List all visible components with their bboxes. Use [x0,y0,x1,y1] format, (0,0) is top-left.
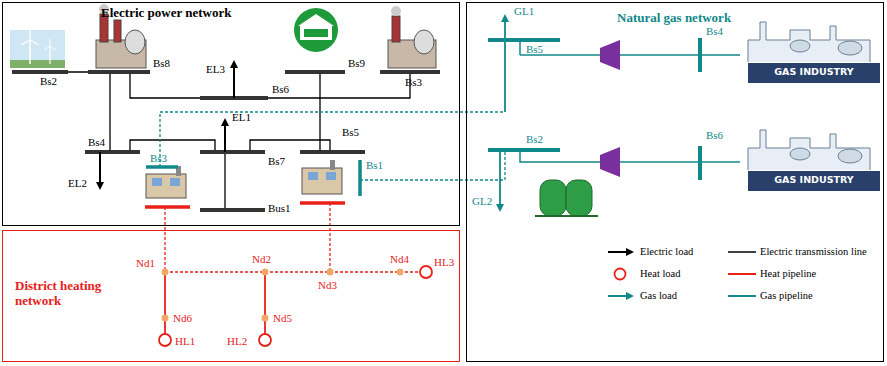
region-title: Natural gas network [617,11,817,26]
bus-label: GL1 [514,6,534,17]
icon-caption: GAS INDUSTRY [748,175,880,185]
storage-icon [294,8,338,52]
legend-text: Gas pipeline [760,291,813,302]
network-region: Electric power network [2,2,460,226]
bus-label: GL2 [472,196,492,207]
chp-unit-icon [302,160,342,194]
bus-label: HL1 [175,336,195,347]
bus-bars [12,72,440,210]
chp-terminals [145,160,360,207]
bus-label: HL3 [434,257,454,268]
coupling-lines [160,112,505,272]
bus-label: Nd6 [173,313,192,324]
bus-label: Bs9 [348,58,365,69]
region-title: District heating network [15,279,125,309]
legend-text: Electric load [640,247,693,258]
bus-label: Bs6 [706,130,723,141]
electric-loads [100,62,234,188]
chp-unit-icon [146,166,186,198]
heat-pipelines [159,266,432,346]
bus-label: EL1 [232,112,251,123]
bus-label: Bs1 [366,160,383,171]
bus-label: Bus1 [268,203,291,214]
bus-label: Bs4 [706,26,723,37]
bus-label: Bs7 [268,156,285,167]
bus-label: Nd4 [390,254,409,265]
gas-industry-icon [748,130,880,191]
legend-text: Gas load [640,291,677,302]
region-title: Electric power network [101,6,321,21]
transmission-lines [40,72,410,210]
legend-text: Heat load [640,269,681,280]
legend-text: Heat pipeline [760,269,816,280]
bus-label: Bs8 [153,58,170,69]
legend-samples [608,252,756,296]
icon-caption: GAS INDUSTRY [748,67,880,77]
legend-text: Electric transmission line [760,247,867,258]
bus-label: Bs3 [405,77,422,88]
bus-label: Bs4 [88,137,105,148]
bus-label: Bs3 [150,153,167,164]
bus-label: Bs2 [40,76,57,87]
bus-label: Nd1 [136,258,155,269]
bus-label: EL3 [206,64,225,75]
gas-storage-icon [535,180,598,216]
thermal-plant-icon [388,6,436,68]
bus-label: Nd5 [273,313,292,324]
bus-label: Bs6 [272,84,289,95]
bus-label: EL2 [68,178,87,189]
bus-label: HL2 [227,336,247,347]
wind-turbine-icon [10,30,65,68]
bus-label: Nd2 [252,254,271,265]
bus-label: Nd3 [318,280,337,291]
bus-label: Bs5 [526,44,543,55]
bus-label: Bs2 [526,134,543,145]
gas-industry-icon [748,22,880,83]
gas-pipelines [488,16,740,210]
bus-label: Bs5 [342,127,359,138]
